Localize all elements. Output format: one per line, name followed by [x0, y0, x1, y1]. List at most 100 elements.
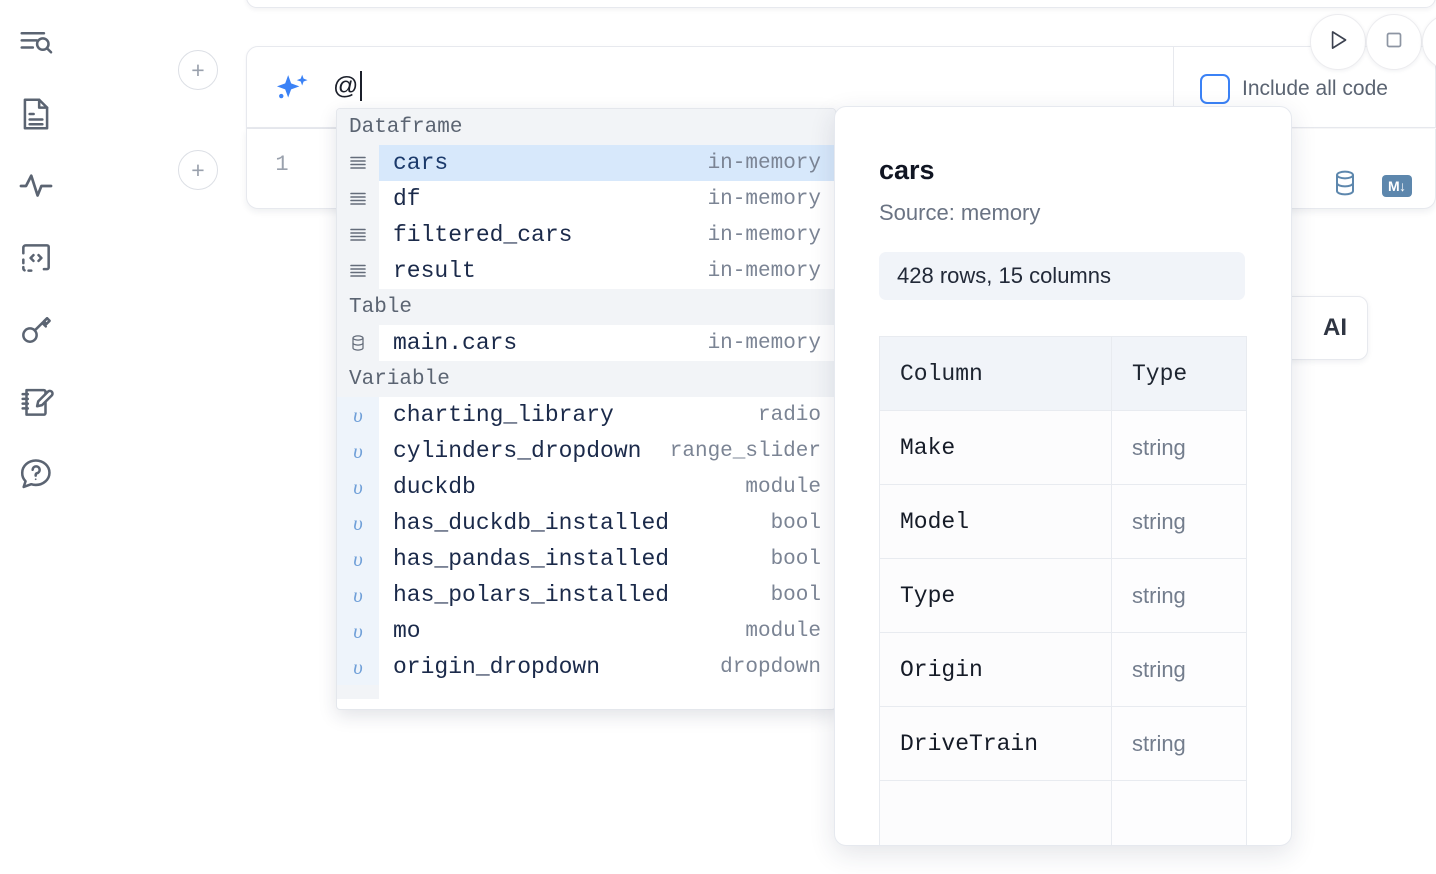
table-row: Type string: [880, 559, 1247, 633]
dataframe-rows-icon: [337, 253, 379, 289]
autocomplete-item-type: in-memory: [708, 188, 835, 211]
code-line-number: 1: [262, 152, 302, 177]
markdown-down-icon[interactable]: M↓: [1382, 175, 1412, 197]
autocomplete-item-filtered-cars[interactable]: filtered_cars in-memory: [337, 217, 835, 253]
autocomplete-item-has-pandas-installed[interactable]: υ has_pandas_installed bool: [337, 541, 835, 577]
sidebar-item-activity[interactable]: [12, 162, 60, 210]
preview-source: Source: memory: [879, 200, 1291, 226]
column-header-column: Column: [880, 337, 1112, 411]
cell-column-name: Origin: [880, 633, 1112, 707]
variable-icon: υ: [337, 397, 379, 433]
autocomplete-item-has-polars-installed[interactable]: υ has_polars_installed bool: [337, 577, 835, 613]
autocomplete-item-type: radio: [758, 404, 835, 427]
sidebar-item-notebook[interactable]: [12, 90, 60, 138]
activity-pulse-icon: [17, 167, 55, 205]
sidebar-rail: [0, 0, 72, 874]
autocomplete-item-name: origin_dropdown: [379, 654, 720, 680]
secrets-key-icon: [17, 311, 55, 349]
markdown-badge-label: M: [1388, 178, 1399, 194]
autocomplete-item-type: bool: [771, 584, 835, 607]
autocomplete-item-origin-dropdown[interactable]: υ origin_dropdown dropdown: [337, 649, 835, 685]
autocomplete-item-name: has_polars_installed: [379, 582, 771, 608]
autocomplete-item-type: in-memory: [708, 332, 835, 355]
variable-icon: υ: [337, 505, 379, 541]
autocomplete-group-header: Dataframe: [337, 109, 835, 145]
autocomplete-item-mo[interactable]: υ mo module: [337, 613, 835, 649]
cell-column-type: string: [1112, 707, 1247, 781]
notebook-document-icon: [17, 95, 55, 133]
variable-autocomplete-dropdown[interactable]: Dataframe cars in-memory df in-memory: [336, 108, 836, 710]
cell-column-type: string: [1112, 411, 1247, 485]
previous-cell-edge: [246, 0, 1436, 8]
table-row: Model string: [880, 485, 1247, 559]
autocomplete-item-type: module: [745, 620, 835, 643]
autocomplete-item-name: main.cars: [379, 330, 708, 356]
autocomplete-item-name: duckdb: [379, 474, 745, 500]
autocomplete-item-clipped[interactable]: υ: [337, 685, 835, 699]
help-chat-icon: [17, 455, 55, 493]
variable-icon: υ: [337, 649, 379, 685]
play-icon: [1325, 27, 1351, 58]
sidebar-item-scratchpad[interactable]: [12, 378, 60, 426]
preview-title: cars: [879, 155, 1291, 186]
autocomplete-item-main-cars[interactable]: main.cars in-memory: [337, 325, 835, 361]
autocomplete-item-df[interactable]: df in-memory: [337, 181, 835, 217]
autocomplete-item-name: has_duckdb_installed: [379, 510, 771, 536]
autocomplete-item-has-duckdb-installed[interactable]: υ has_duckdb_installed bool: [337, 505, 835, 541]
column-header-type: Type: [1112, 337, 1247, 411]
database-icon: [337, 325, 379, 361]
variable-icon: υ: [337, 433, 379, 469]
run-cell-button[interactable]: [1310, 14, 1366, 70]
autocomplete-item-cars[interactable]: cars in-memory: [337, 145, 835, 181]
autocomplete-item-type: in-memory: [708, 224, 835, 247]
autocomplete-item-cylinders-dropdown[interactable]: υ cylinders_dropdown range_slider: [337, 433, 835, 469]
autocomplete-item-type: in-memory: [708, 152, 835, 175]
table-row: DriveTrain string: [880, 707, 1247, 781]
table-row-clipped: [880, 781, 1247, 847]
plus-icon: +: [191, 159, 204, 182]
ai-prompt-value: @: [333, 72, 359, 101]
autocomplete-item-name: cars: [379, 150, 708, 176]
dataframe-preview-panel: cars Source: memory 428 rows, 15 columns…: [834, 106, 1292, 846]
add-cell-below-button[interactable]: +: [178, 150, 218, 190]
autocomplete-item-charting-library[interactable]: υ charting_library radio: [337, 397, 835, 433]
cell-action-icons: M↓: [1330, 168, 1412, 203]
variable-icon: υ: [337, 541, 379, 577]
table-row: Make string: [880, 411, 1247, 485]
scratchpad-edit-icon: [17, 383, 55, 421]
include-all-code-label: Include all code: [1242, 77, 1388, 101]
cell-column-name: Type: [880, 559, 1112, 633]
sidebar-item-file-explorer[interactable]: [12, 18, 60, 66]
include-all-code-checkbox[interactable]: [1200, 74, 1230, 104]
dataframe-rows-icon: [337, 181, 379, 217]
autocomplete-item-type: bool: [771, 512, 835, 535]
include-all-code-toggle[interactable]: Include all code: [1200, 74, 1388, 104]
autocomplete-item-type: range_slider: [670, 440, 835, 463]
sparkle-ai-icon: [269, 69, 315, 120]
cell-column-type: [1112, 781, 1247, 847]
text-caret: [360, 71, 362, 101]
cell-column-name: Model: [880, 485, 1112, 559]
sidebar-item-snippets[interactable]: [12, 234, 60, 282]
autocomplete-item-type: module: [745, 476, 835, 499]
sidebar-item-help[interactable]: [12, 450, 60, 498]
generate-with-ai-label: AI: [1323, 314, 1347, 342]
sidebar-item-secrets[interactable]: [12, 306, 60, 354]
autocomplete-group-header: Table: [337, 289, 835, 325]
autocomplete-item-duckdb[interactable]: υ duckdb module: [337, 469, 835, 505]
plus-icon: +: [191, 59, 204, 82]
variable-icon: υ: [337, 685, 379, 699]
dataframe-rows-icon: [337, 217, 379, 253]
database-icon[interactable]: [1330, 168, 1360, 203]
variable-icon: υ: [337, 577, 379, 613]
cell-column-name: [880, 781, 1112, 847]
cell-column-type: string: [1112, 633, 1247, 707]
variable-icon: υ: [337, 469, 379, 505]
stop-cell-button[interactable]: [1366, 14, 1422, 70]
autocomplete-item-result[interactable]: result in-memory: [337, 253, 835, 289]
stop-square-icon: [1382, 28, 1406, 57]
ai-prompt-input[interactable]: @: [333, 71, 362, 101]
add-cell-above-button[interactable]: +: [178, 50, 218, 90]
preview-shape-badge: 428 rows, 15 columns: [879, 252, 1245, 300]
autocomplete-item-name: filtered_cars: [379, 222, 708, 248]
